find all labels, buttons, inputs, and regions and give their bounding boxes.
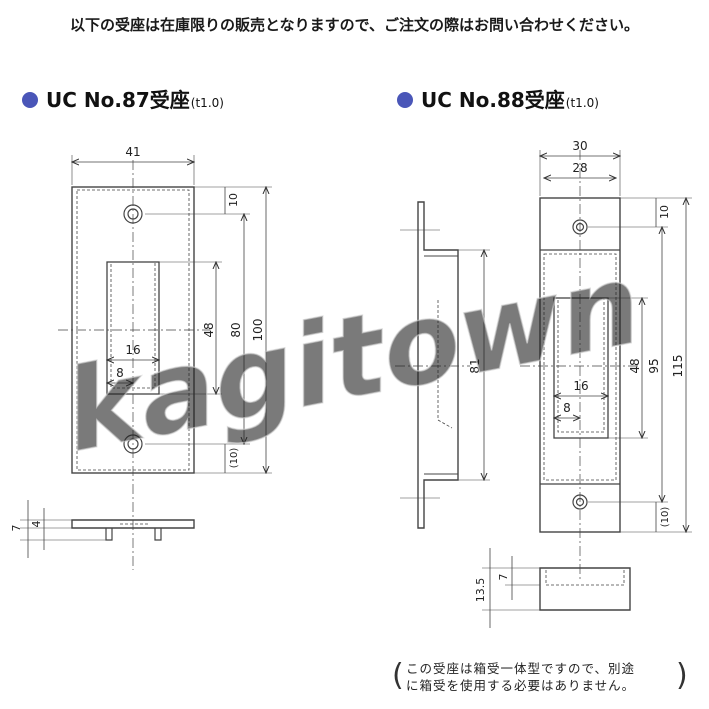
dim-height-87: 100 <box>251 319 265 342</box>
note-line-1: この受座は箱受一体型ですので、別途 <box>406 661 636 676</box>
box-side-88 <box>539 567 631 611</box>
stock-notice: 以下の受座は在庫限りの販売となりますので、ご注文の際はお問い合わせください。 <box>70 16 639 34</box>
drawing-87 <box>20 155 272 570</box>
dim-slot-88: 48 <box>628 358 642 373</box>
dim-pitch-87: 80 <box>229 322 243 337</box>
note-paren-open: ( <box>392 658 405 693</box>
dim-inner-width-88: 28 <box>572 161 587 175</box>
dim-box-inner-88: 7 <box>497 574 510 581</box>
product-title-88: UC No.88受座(t1.0) <box>397 84 599 113</box>
dim-side-inner-87: 4 <box>30 521 43 528</box>
watermark-logo: kagitown <box>55 239 651 478</box>
dim-slot-width-87: 16 <box>125 343 140 357</box>
dim-slot-87: 48 <box>202 322 216 337</box>
dim-hole-bottom-88: (10) <box>660 507 671 528</box>
dim-hole-bottom-87: (10) <box>229 448 240 469</box>
dim-pitch-88: 95 <box>647 358 661 373</box>
dim-hole-top-87: 10 <box>227 193 240 207</box>
note-paren-close: ) <box>676 658 689 693</box>
dim-hole-top-88: 10 <box>658 205 671 219</box>
dim-box-height-88: 13.5 <box>474 578 487 603</box>
dim-side-height-88: 81 <box>468 358 482 373</box>
dim-slot-width-88: 16 <box>573 379 588 393</box>
thickness-87: (t1.0) <box>190 96 224 110</box>
dim-width-87: 41 <box>125 145 140 159</box>
dim-side-height-87: 7 <box>10 525 23 532</box>
dim-half-88: 8 <box>563 401 571 415</box>
dim-height-88: 115 <box>671 355 685 378</box>
product-title-87: UC No.87受座(t1.0) <box>22 84 224 113</box>
dim-half-87: 8 <box>116 366 124 380</box>
product-name-88: UC No.88受座 <box>421 88 565 112</box>
plate-side-87 <box>71 519 195 529</box>
bullet-dot-icon <box>397 92 413 108</box>
integrated-box-note: ( この受座は箱受一体型ですので、別途 に箱受を使用する必要はありません。 ) <box>392 658 692 694</box>
thickness-88: (t1.0) <box>565 96 599 110</box>
screw-hole-top-88 <box>572 219 588 235</box>
product-name-87: UC No.87受座 <box>46 88 190 112</box>
note-line-2: に箱受を使用する必要はありません。 <box>406 678 636 693</box>
dim-outer-width-88: 30 <box>572 139 587 153</box>
bullet-dot-icon <box>22 92 38 108</box>
drawing-88 <box>395 150 692 628</box>
